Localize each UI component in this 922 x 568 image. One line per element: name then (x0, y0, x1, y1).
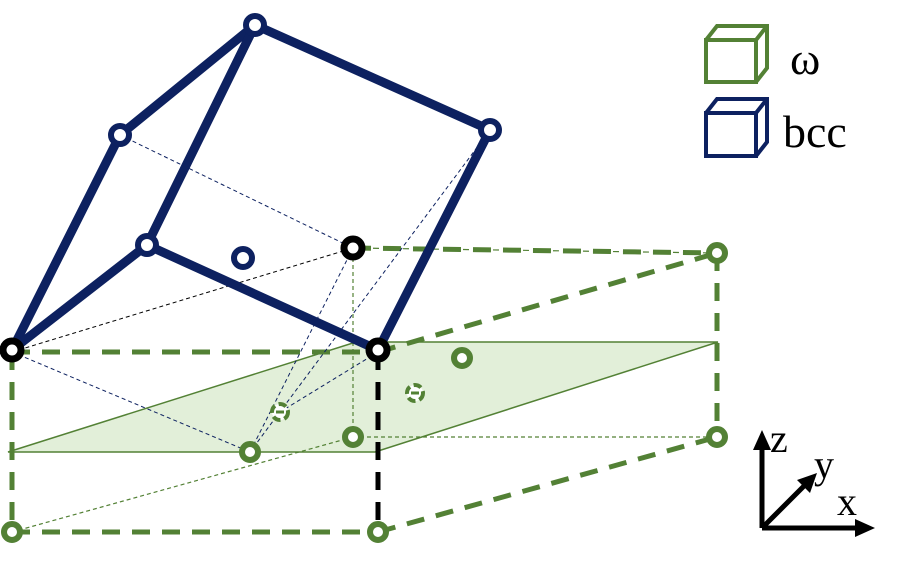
omega-displaced-atoms (270, 383, 425, 422)
bcc-atom (478, 118, 502, 142)
omega-atom (706, 426, 728, 448)
omega-atom (451, 347, 473, 369)
omega-cell-edges (9, 245, 720, 535)
omega-atom (239, 441, 261, 463)
omega-atom (342, 426, 364, 448)
x-axis-label: x (837, 479, 857, 524)
bcc-cube-icon (704, 97, 769, 158)
axes-triad-icon (759, 445, 860, 531)
legend-omega-label: ω (790, 33, 820, 84)
legend-bcc-label: bcc (783, 106, 847, 157)
bcc-atom (135, 233, 159, 257)
axes-arrowheads (753, 430, 875, 537)
shared-atom (340, 235, 366, 261)
bcc-body-center-atom (231, 246, 255, 270)
omega-cube-icon (704, 24, 769, 84)
shared-atom (365, 337, 391, 363)
bcc-atom (243, 13, 267, 37)
legend: ω bcc (704, 24, 847, 158)
omega-atom (1, 521, 23, 543)
construction-lines (11, 129, 491, 453)
y-axis-label: y (814, 442, 834, 487)
z-axis-label: z (770, 416, 788, 461)
bcc-atom (108, 123, 132, 147)
omega-atom (367, 521, 389, 543)
shared-atoms (0, 235, 391, 363)
omega-atom (706, 242, 728, 264)
omega-atoms (1, 242, 728, 543)
shared-atom (0, 337, 25, 363)
bcc-atoms (108, 13, 502, 270)
bcc-cell-edges (7, 20, 495, 355)
